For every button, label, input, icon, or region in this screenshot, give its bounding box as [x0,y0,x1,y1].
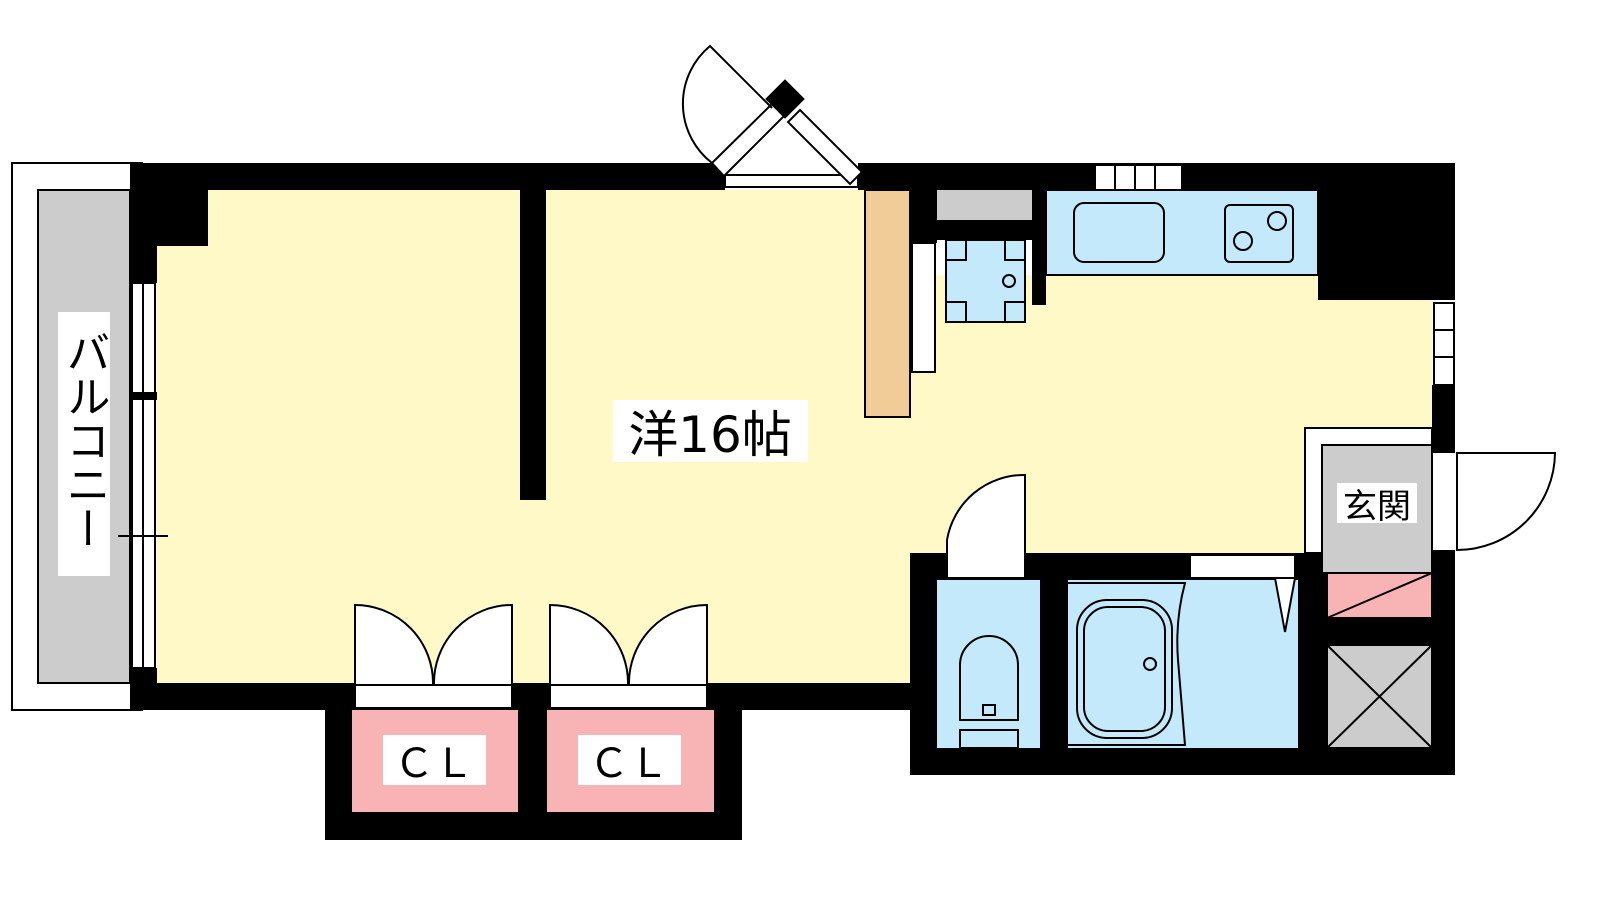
stove-icon [1224,204,1294,263]
closet-1-label: ＣＬ [394,741,474,787]
closet-2-label: ＣＬ [589,741,669,787]
washing-machine [945,239,1026,323]
toilet-door[interactable] [946,473,1026,579]
balcony-label-bg [58,312,110,576]
closet-1-door-left[interactable] [354,603,435,686]
closet-2-door-frame [549,684,708,709]
bathtub-icon [1068,582,1187,746]
closet-2-door-right[interactable] [627,603,708,686]
toilet-room [937,580,1040,748]
counter [864,189,911,418]
shelf-gray [937,190,1032,220]
shelf [911,242,936,373]
balcony-label: バルコニー [59,330,110,550]
closet-1-door-frame [354,684,513,709]
closet-1-door-right[interactable] [432,603,513,686]
kitchen-window [1094,164,1183,191]
top-door [681,44,864,188]
bath-door[interactable] [1189,554,1296,579]
closet-2-door-left[interactable] [549,603,630,686]
right-window [1433,302,1455,386]
entrance-label: 玄関 [1343,487,1411,527]
western-room-label: 洋16帖 [628,406,792,464]
sink-icon [1073,202,1165,263]
entrance-door[interactable] [1456,452,1557,552]
toilet-icon [959,635,1019,749]
kitchen-counter [1045,189,1319,276]
